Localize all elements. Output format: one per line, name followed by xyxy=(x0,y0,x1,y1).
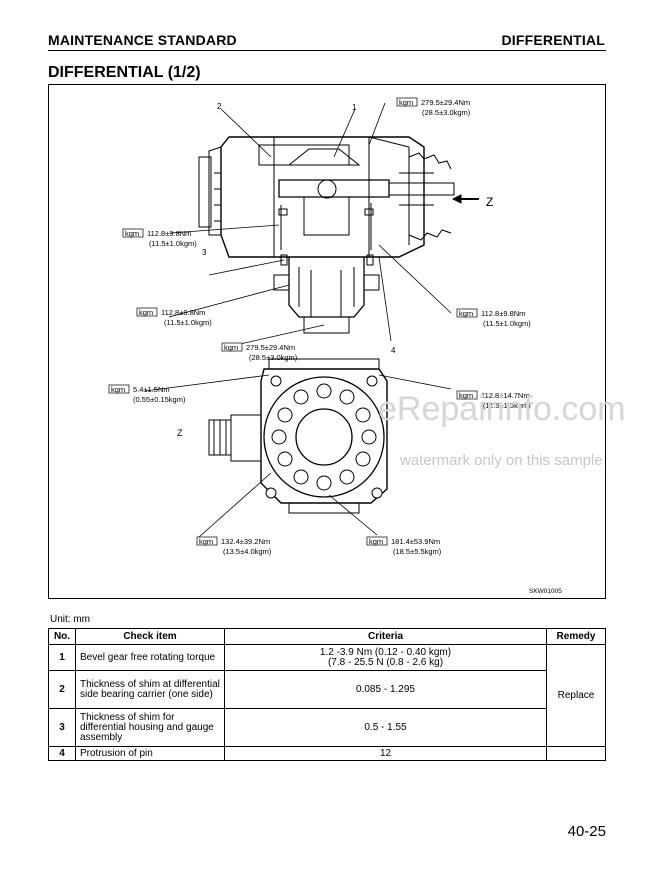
header-rule xyxy=(48,50,606,51)
torque-label: kgm 132.4±39.2Nm (13.5±4.0kgm) xyxy=(196,536,272,556)
torque-kgm: (0.55±0.15kgm) xyxy=(133,395,186,404)
kgm-badge: kgm xyxy=(139,308,153,317)
torque-kgm: (11.5±1.5kgm) xyxy=(483,401,531,410)
figure-code: SKW01005 xyxy=(529,588,562,595)
torque-nm: 132.4±39.2Nm xyxy=(221,537,270,546)
row-check-item: Thickness of shim for differential housi… xyxy=(75,708,225,747)
torque-labels: kgm 279.5±29.4Nm (28.5±3.0kgm) kgm 112.8… xyxy=(108,97,562,595)
col-criteria: Criteria xyxy=(224,628,547,645)
table-header-row: No. Check item Criteria Remedy xyxy=(48,628,606,645)
row-remedy: Replace xyxy=(546,644,606,747)
col-remedy: Remedy xyxy=(546,628,606,645)
leader-lines xyxy=(144,102,452,538)
watermark-site: eRepairinfo.com xyxy=(378,390,626,428)
callout-1: 1 xyxy=(352,103,357,112)
col-no: No. xyxy=(48,628,76,645)
page-number: 40-25 xyxy=(567,823,606,840)
callout-numbers: 2 1 3 4 Z Z xyxy=(177,102,493,438)
kgm-badge: kgm xyxy=(459,309,473,318)
flange-bolts xyxy=(265,375,383,499)
unit-label: Unit: mm xyxy=(50,614,90,625)
table-row: 4 Protrusion of pin 12 xyxy=(48,746,606,761)
kgm-badge: kgm xyxy=(224,343,238,352)
maintenance-table: No. Check item Criteria Remedy 1 Bevel g… xyxy=(48,628,606,761)
row-check-item: Bevel gear free rotating torque xyxy=(75,644,225,671)
torque-kgm: (28.5±3.0kgm) xyxy=(249,353,298,362)
torque-label: kgm 112.8±9.8Nm (11.5±1.0kgm) xyxy=(122,228,197,248)
callout-2: 2 xyxy=(217,102,222,111)
differential-drawing: 2 1 3 4 Z Z kgm 279.5±29.4Nm (28.5±3.0kg… xyxy=(108,97,562,595)
row-criteria: 0.5 - 1.55 xyxy=(224,708,547,747)
kgm-badge: kgm xyxy=(399,98,413,107)
torque-nm: 112.8±9.8Nm xyxy=(481,309,525,318)
callout-3: 3 xyxy=(202,248,207,257)
torque-label: kgm 112.8±14.7Nm (11.5±1.5kgm) xyxy=(456,390,531,410)
header-chapter-title: DIFFERENTIAL xyxy=(501,32,605,48)
torque-nm: 112.8±9.8Nm xyxy=(147,229,191,238)
upper-section-view xyxy=(198,136,479,334)
kgm-badge: kgm xyxy=(369,537,383,546)
torque-nm: 279.5±29.4Nm xyxy=(246,343,295,352)
criteria-line: (7.8 - 25.5 N (0.8 - 2.6 kg) xyxy=(327,656,444,668)
page-title: DIFFERENTIAL (1/2) xyxy=(48,64,201,81)
criteria-line: 1.2 -3.9 Nm (0.12 - 0.40 kgm) xyxy=(319,646,452,658)
callout-4: 4 xyxy=(391,346,396,355)
row-no: 3 xyxy=(48,708,76,747)
col-check-item: Check item xyxy=(75,628,225,645)
torque-kgm: (11.5±1.0kgm) xyxy=(483,319,531,328)
torque-label: kgm 279.5±29.4Nm (28.5±3.0kgm) xyxy=(396,97,471,117)
table-row: 2 Thickness of shim at differential side… xyxy=(48,670,606,709)
row-criteria: 0.085 - 1.295 xyxy=(224,670,547,709)
row-check-item: Protrusion of pin xyxy=(75,746,225,761)
header-section-title: MAINTENANCE STANDARD xyxy=(48,32,237,48)
row-no: 2 xyxy=(48,670,76,709)
row-no: 4 xyxy=(48,746,76,761)
torque-kgm: (13.5±4.0kgm) xyxy=(223,547,272,556)
torque-kgm: (11.5±1.0kgm) xyxy=(149,239,197,248)
torque-kgm: (28.5±3.0kgm) xyxy=(422,108,471,117)
kgm-badge: kgm xyxy=(125,229,139,238)
row-remedy-empty xyxy=(546,746,606,761)
view-label-z: Z xyxy=(486,195,493,209)
torque-nm: 112.8±9.8Nm xyxy=(161,308,205,317)
torque-label: kgm 5.4±1.5Nm (0.55±0.15kgm) xyxy=(108,384,186,404)
torque-nm: 112.8±14.7Nm xyxy=(481,391,530,400)
watermark-note: watermark only on this sample xyxy=(400,452,603,469)
kgm-badge: kgm xyxy=(199,537,213,546)
kgm-badge: kgm xyxy=(459,391,473,400)
torque-nm: 5.4±1.5Nm xyxy=(133,385,170,394)
row-check-item: Thickness of shim at differential side b… xyxy=(75,670,225,709)
torque-nm: 279.5±29.4Nm xyxy=(421,98,470,107)
torque-kgm: (18.5±5.5kgm) xyxy=(393,547,442,556)
row-no: 1 xyxy=(48,644,76,671)
differential-figure: 2 1 3 4 Z Z kgm 279.5±29.4Nm (28.5±3.0kg… xyxy=(48,84,606,599)
torque-label: kgm 181.4±53.9Nm (18.5±5.5kgm) xyxy=(366,536,442,556)
torque-label: kgm 279.5±29.4Nm (28.5±3.0kgm) xyxy=(221,342,298,362)
torque-nm: 181.4±53.9Nm xyxy=(391,537,440,546)
torque-kgm: (11.5±1.0kgm) xyxy=(164,318,212,327)
lower-end-view xyxy=(208,358,388,514)
torque-label: kgm 112.8±9.8Nm (11.5±1.0kgm) xyxy=(136,307,212,327)
kgm-badge: kgm xyxy=(111,385,125,394)
table-row: 3 Thickness of shim for differential hou… xyxy=(48,708,606,747)
row-criteria: 1.2 -3.9 Nm (0.12 - 0.40 kgm) (7.8 - 25.… xyxy=(224,644,547,671)
row-criteria: 12 xyxy=(224,746,547,761)
view-label-z-bottom: Z xyxy=(177,428,183,438)
table-row: 1 Bevel gear free rotating torque 1.2 -3… xyxy=(48,644,606,747)
torque-label: kgm 112.8±9.8Nm (11.5±1.0kgm) xyxy=(456,308,531,328)
